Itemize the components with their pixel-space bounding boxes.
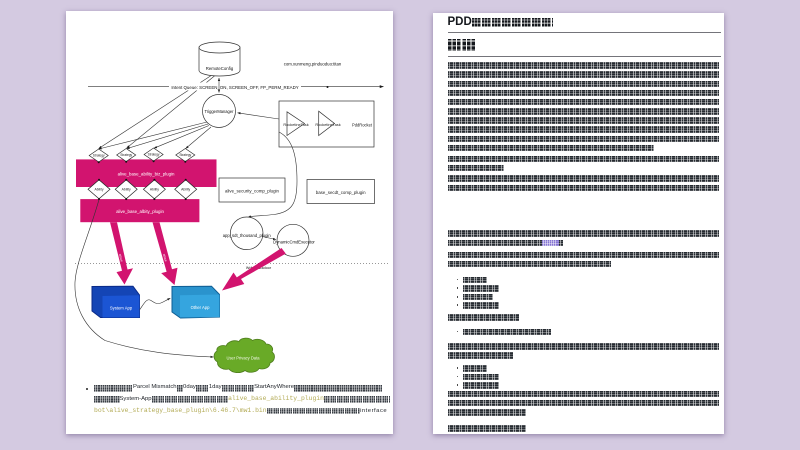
svg-text:DynamicCmdExecutor: DynamicCmdExecutor — [273, 240, 315, 245]
svg-text:alive_base_ability_biz_plugin: alive_base_ability_biz_plugin — [118, 172, 175, 177]
svg-text:app_sdt_thousand_plugin: app_sdt_thousand_plugin — [223, 233, 272, 238]
svg-text:alive_security_comp_plugin: alive_security_comp_plugin — [225, 188, 279, 193]
svg-text:Ability: Ability — [94, 188, 103, 192]
svg-text:User Privacy Data: User Privacy Data — [227, 356, 261, 361]
svg-text:Ability: Ability — [122, 188, 131, 192]
svg-text:Intent Queue: SCREEN_ON, SCRE: Intent Queue: SCREEN_ON, SCREEN_OFF, FP_… — [171, 85, 298, 90]
svg-text:RocketineTask: RocketineTask — [315, 122, 340, 127]
svg-text:base_secdt_comp_plugin: base_secdt_comp_plugin — [316, 190, 366, 195]
svg-text:Strategy: Strategy — [148, 153, 160, 157]
svg-text:com.xunmeng.pinduoduo:titan: com.xunmeng.pinduoduo:titan — [284, 62, 342, 67]
svg-text:TriggerManager: TriggerManager — [205, 109, 235, 114]
svg-text:Other App: Other App — [191, 305, 211, 310]
svg-text:Strategy: Strategy — [120, 153, 132, 157]
svg-text:Ability: Ability — [150, 188, 159, 192]
svg-text:System App: System App — [110, 306, 133, 311]
svg-text:Strategy: Strategy — [179, 153, 191, 157]
svg-text:Ability: Ability — [181, 188, 190, 192]
svg-text:alive_base_albity_plugin: alive_base_albity_plugin — [116, 209, 164, 214]
svg-text:RocketineTask: RocketineTask — [283, 122, 308, 127]
svg-text:attack: attack — [118, 253, 124, 262]
svg-text:attack: attack — [162, 253, 168, 262]
svg-text:PddRocket: PddRocket — [352, 123, 373, 128]
svg-text:RemoteConfig: RemoteConfig — [206, 66, 234, 71]
svg-text:Strategy: Strategy — [93, 154, 105, 158]
